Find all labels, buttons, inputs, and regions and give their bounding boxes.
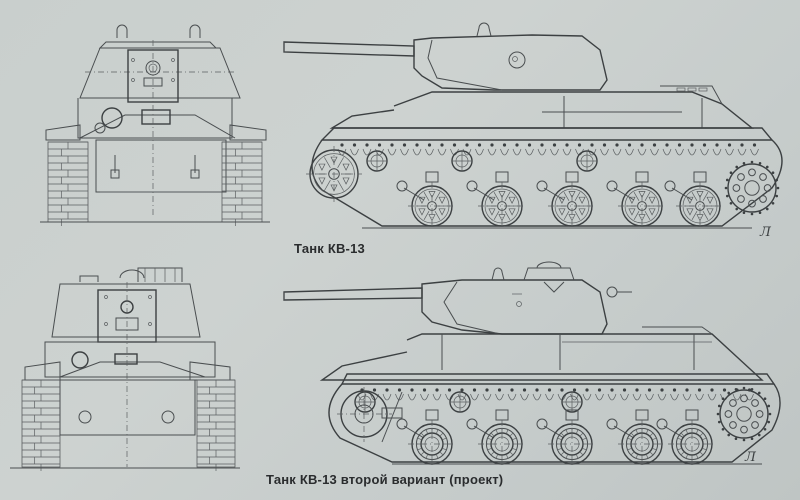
kv13-v2-front-view <box>10 267 240 471</box>
kv13-front-view <box>40 24 270 226</box>
figure-caption-v2: Танк КВ-13 второй вариант (проект) <box>266 472 504 487</box>
kv13-v2-side-view <box>283 261 781 468</box>
figure-caption: Танк КВ-13 <box>294 241 365 256</box>
kv13-side-view <box>283 22 783 230</box>
artist-signature: Л <box>760 225 771 240</box>
artist-signature-v2: Л <box>745 450 756 465</box>
